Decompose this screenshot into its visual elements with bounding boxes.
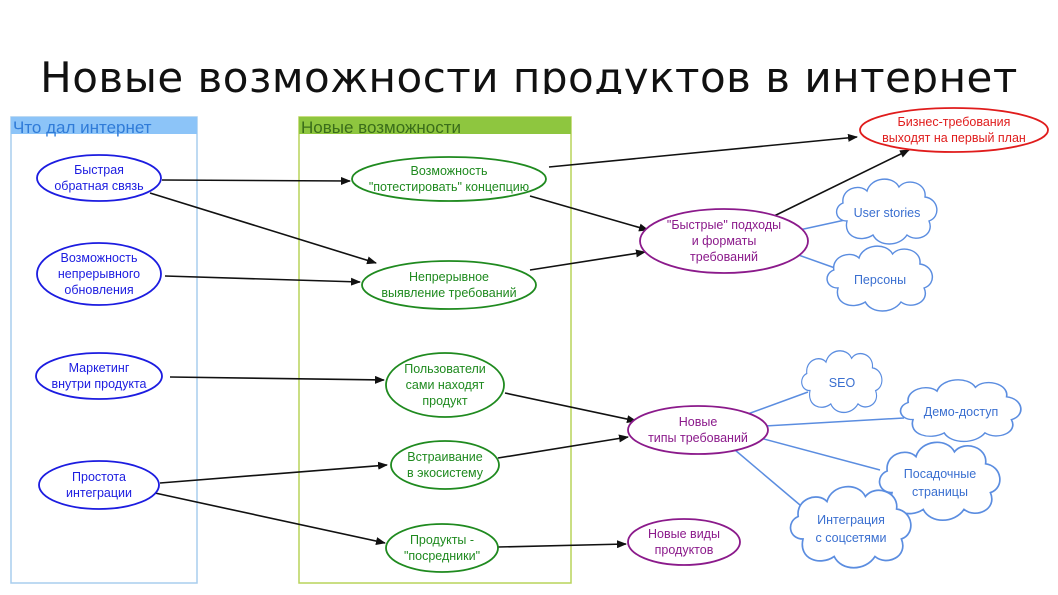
node-ellipse	[639, 208, 809, 274]
arrow-integration-ecosystem	[159, 461, 388, 484]
node-label: сами находят	[406, 378, 485, 392]
arrow-continuous-fast	[529, 249, 646, 271]
node-business-reqs: Бизнес-требования выходят на первый план	[859, 107, 1049, 153]
node-ellipse	[385, 523, 499, 573]
arrow-ecosystem-types	[497, 434, 629, 459]
node-label: в экосистему	[407, 466, 484, 480]
arrow-fast-business	[769, 149, 910, 219]
node-label: выходят на первый план	[882, 131, 1026, 145]
node-new-req-types: Новые типы требований	[627, 405, 769, 455]
node-label: Новые	[679, 415, 718, 429]
node-label: User stories	[854, 206, 921, 220]
node-ellipse	[36, 242, 162, 306]
node-ellipse	[38, 460, 160, 510]
cloud-user-stories: User stories	[835, 178, 938, 245]
arrow-test-business	[548, 133, 858, 168]
node-label: обратная связь	[54, 179, 143, 193]
node-label: Персоны	[854, 273, 906, 287]
arrow-test-fast	[529, 195, 649, 232]
link-types-social	[734, 449, 801, 506]
node-ellipse	[390, 440, 500, 490]
arrow-intermediaries-newproducts	[497, 540, 627, 549]
link-types-landing	[759, 437, 881, 471]
arrow-feedback-test	[161, 176, 351, 185]
node-feedback: Быстрая обратная связь	[36, 154, 162, 202]
node-label: требований	[690, 250, 758, 264]
node-fast-approaches: "Быстрые" подходы и форматы требований	[639, 208, 809, 274]
arrow-users-types	[504, 392, 637, 424]
node-label: "потестировать" концепцию	[369, 180, 529, 194]
node-marketing: Маркетинг внутри продукта	[35, 352, 163, 400]
node-label: Непрерывное	[409, 270, 489, 284]
column-opportunities-header-bar	[299, 117, 571, 134]
arrow-integration-intermediaries	[154, 492, 386, 545]
arrow-update-continuous	[164, 275, 361, 286]
node-label: Маркетинг	[69, 361, 130, 375]
node-label: обновления	[64, 283, 133, 297]
node-label: "Быстрые" подходы	[667, 218, 781, 232]
cloud-personas: Персоны	[826, 245, 934, 312]
column-opportunities: Новые возможности	[298, 116, 572, 584]
node-label: с соцсетями	[816, 531, 887, 545]
node-label: "посредники"	[404, 549, 480, 563]
node-intermediaries: Продукты - "посредники"	[385, 523, 499, 573]
node-label: выявление требований	[381, 286, 516, 300]
link-types-demo	[764, 417, 905, 427]
node-label: непрерывного	[58, 267, 140, 281]
node-label: типы требований	[648, 431, 748, 445]
node-label: продуктов	[655, 543, 714, 557]
node-label: Возможность	[411, 164, 488, 178]
arrows	[149, 133, 910, 549]
node-label: внутри продукта	[51, 377, 146, 391]
link-types-seo	[744, 391, 809, 416]
node-ellipse	[36, 154, 162, 202]
node-label: Пользователи	[404, 362, 486, 376]
node-label: Быстрая	[74, 163, 124, 177]
node-ellipse	[35, 352, 163, 400]
node-label: Встраивание	[407, 450, 483, 464]
node-users-find: Пользователи сами находят продукт	[385, 352, 505, 418]
node-continuous-reqs: Непрерывное выявление требований	[361, 260, 537, 310]
cloud-shape	[789, 485, 912, 569]
node-ellipse	[351, 156, 547, 202]
node-ellipse	[627, 405, 769, 455]
arrow-marketing-users	[169, 375, 385, 384]
node-continuous-update: Возможность непрерывного обновления	[36, 242, 162, 306]
node-ellipse	[627, 518, 741, 566]
node-label: Посадочные	[904, 467, 977, 481]
node-ecosystem: Встраивание в экосистему	[390, 440, 500, 490]
cloud-landing: Посадочные страницы	[878, 441, 1001, 522]
cloud-seo: SEO	[801, 350, 883, 414]
node-label: интеграции	[66, 486, 132, 500]
node-label: Демо-доступ	[924, 405, 999, 419]
column-internet-header-bar	[11, 117, 197, 134]
node-integration-ease: Простота интеграции	[38, 460, 160, 510]
node-label: Продукты -	[410, 533, 474, 547]
node-label: Бизнес-требования	[898, 115, 1011, 129]
slide-title: Новые возможности продуктов в интернет	[40, 53, 1018, 94]
node-label: Новые виды	[648, 527, 720, 541]
node-ellipse	[361, 260, 537, 310]
column-internet: Что дал интернет	[10, 116, 198, 584]
column-opportunities-label: Новые возможности	[301, 118, 461, 137]
node-label: Возможность	[61, 251, 138, 265]
node-ellipse	[385, 352, 505, 418]
node-test-concept: Возможность "потестировать" концепцию	[351, 156, 547, 202]
node-label: и форматы	[692, 234, 757, 248]
node-label: SEO	[829, 376, 856, 390]
node-label: продукт	[422, 394, 468, 408]
node-ellipse	[859, 107, 1049, 153]
arrow-feedback-continuous	[149, 192, 377, 265]
cloud-demo: Демо-доступ	[899, 378, 1022, 443]
node-label: Простота	[72, 470, 126, 484]
column-internet-label: Что дал интернет	[13, 118, 152, 137]
cloud-social: Интеграция с соцсетями	[789, 485, 912, 569]
node-label: Интеграция	[817, 513, 885, 527]
node-label: страницы	[912, 485, 968, 499]
node-new-products: Новые виды продуктов	[627, 518, 741, 566]
